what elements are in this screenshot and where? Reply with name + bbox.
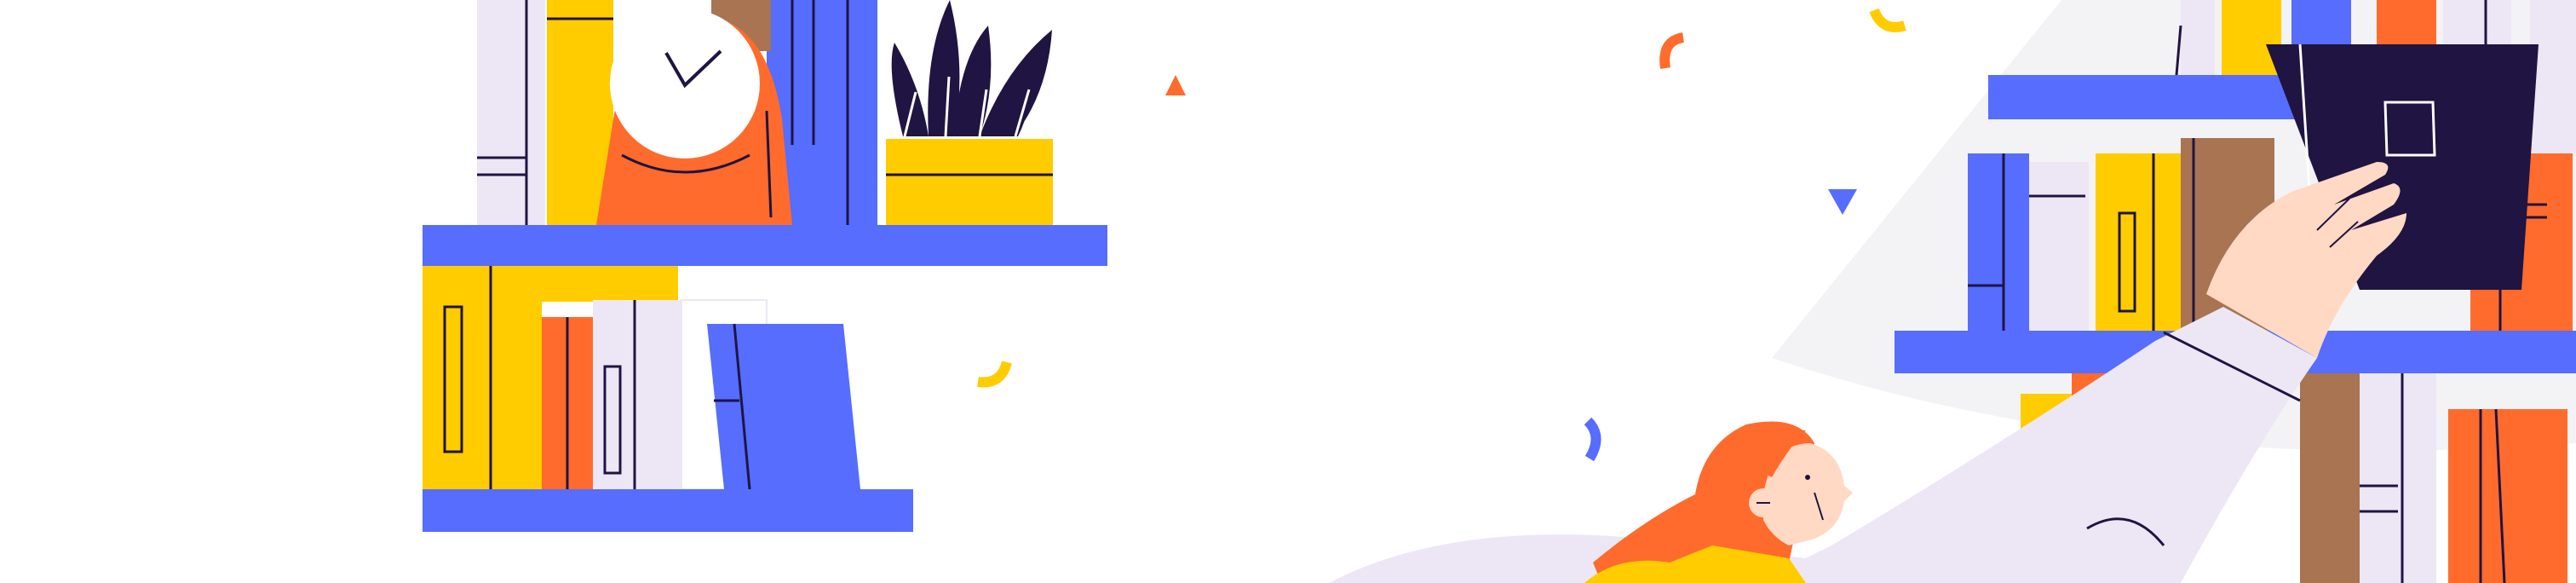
book-yellow-lower [423, 266, 491, 489]
book-blue-leaning [707, 324, 860, 489]
shelf-board-lower [423, 489, 913, 532]
plant-icon [886, 0, 1053, 225]
confetti-icon [977, 8, 1906, 462]
girl-figure [1584, 162, 2406, 583]
girl-face [1763, 443, 1853, 545]
tall-book-yellow [547, 0, 613, 225]
left-bookshelf [423, 0, 1107, 532]
book-yellow-lower-2 [491, 266, 678, 302]
shelf-board-upper [423, 225, 1107, 266]
clock-icon [596, 9, 792, 225]
girl-hand [2206, 162, 2406, 358]
girl-arm [1755, 307, 2317, 583]
tall-book-lavender [477, 0, 545, 225]
girl-body [1584, 545, 1806, 583]
